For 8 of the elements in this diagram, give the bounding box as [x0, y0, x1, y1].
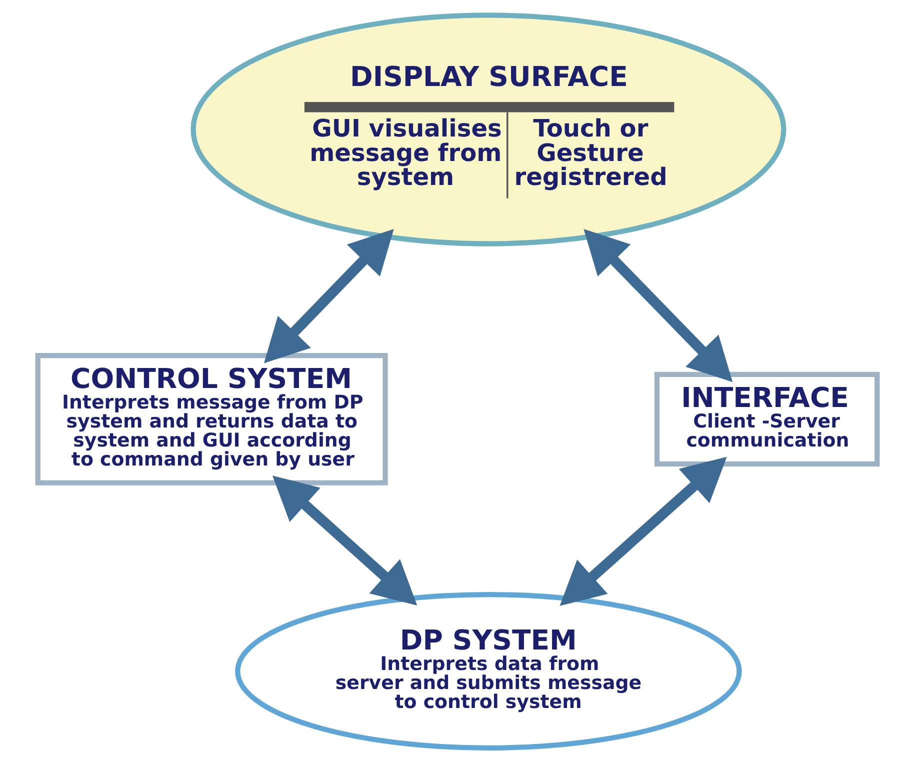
arrow	[272, 476, 418, 606]
node-ellipse: DP SYSTEM Interprets data from server and submits message to control system	[235, 592, 742, 750]
node-box: INTERFACE Client -Server communication	[654, 372, 880, 466]
node-box: CONTROL SYSTEM Interprets message from DP system and returns data to system and GUI according to command given by user	[35, 352, 388, 486]
arrow	[560, 456, 727, 606]
node-ellipse: DISPLAY SURFACE GUI visualises message from system Touch or Gesture registrered	[190, 12, 786, 246]
arrow	[584, 229, 733, 382]
arrow	[264, 229, 394, 364]
